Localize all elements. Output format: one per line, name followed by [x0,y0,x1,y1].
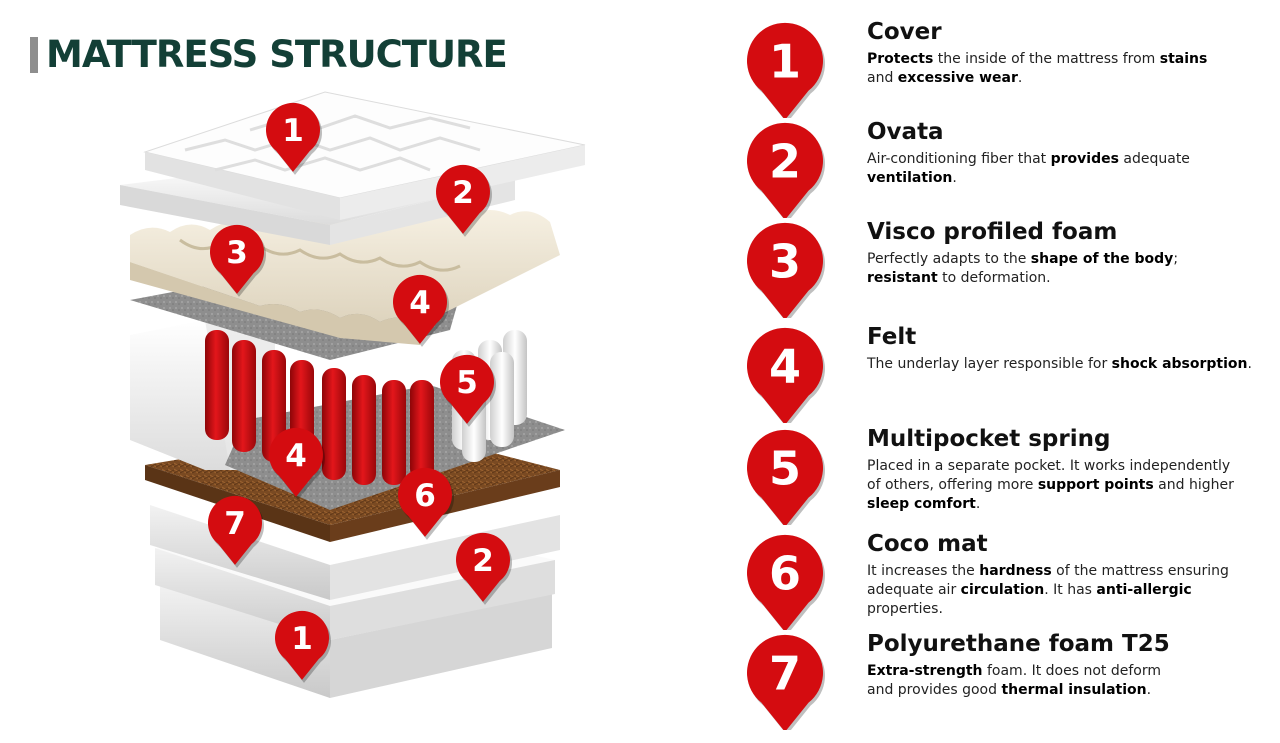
layer-number-3: 3 [747,222,825,318]
layer-name: Felt [867,324,917,350]
layer-description: Perfectly adapts to the shape of the bod… [867,251,1179,286]
layer-name: Visco profiled foam [867,219,1118,245]
diagram-marker-1: 1 [266,102,322,175]
pin-number: 5 [456,365,478,401]
layer-number-5: 5 [747,429,825,525]
pin-number: 7 [224,506,246,542]
number-pin-icon: 7 [747,634,825,730]
page-heading: MATTRESS STRUCTURE [30,32,508,78]
pin-number: 1 [291,621,313,657]
diagram-marker-6: 6 [398,467,455,540]
diagram-marker-2: 2 [456,532,512,605]
layer-number-7: 7 [747,634,825,730]
pin-number: 4 [409,285,431,321]
number-pin-icon: 4 [747,327,825,423]
number-pin-icon: 2 [747,122,825,218]
number-pin-icon: 6 [747,534,825,630]
layer-item-6: 6 Coco mat It increases the hardness of th… [740,530,1280,630]
number-pin-icon: 1 [747,22,825,118]
spring-pocket [352,375,376,485]
number-pin-icon: 3 [747,222,825,318]
pin-number: 3 [226,235,248,271]
layer-name: Ovata [867,119,944,145]
layer-name: Coco mat [867,531,988,557]
spring-pocket [322,368,346,480]
pin-number: 2 [769,135,801,189]
layer-description: Air-conditioning fiber that provides ade… [867,151,1190,186]
layer-name: Polyurethane foam T25 [867,631,1170,657]
pin-number: 3 [769,235,801,289]
spring-pocket [205,330,229,440]
pin-number: 1 [769,35,801,89]
layer-name: Cover [867,19,942,45]
diagram-marker-2: 2 [436,164,492,237]
layer-description: Placed in a separate pocket. It works in… [867,458,1234,512]
layer-description: Protects the inside of the mattress from… [867,51,1208,86]
number-pin-icon: 5 [747,429,825,525]
pin-number: 4 [285,438,307,474]
spring-pocket [232,340,256,452]
spring-pocket [490,352,514,447]
pin-number: 1 [282,113,304,149]
pin-number: 7 [769,647,801,701]
diagram-marker-3: 3 [210,224,266,297]
diagram-marker-5: 5 [439,354,496,427]
diagram-marker-4: 4 [393,274,450,347]
spring-pocket [382,380,406,485]
layer-name: Multipocket spring [867,426,1111,452]
pin-number: 2 [452,175,474,211]
title-accent-bar [30,37,38,73]
layer-description: The underlay layer responsible for shock… [867,356,1252,372]
layer-number-6: 6 [747,534,825,630]
layer-number-2: 2 [747,122,825,218]
pin-number: 2 [472,543,494,579]
layer-number-4: 4 [747,327,825,423]
diagram-marker-1: 1 [275,610,331,683]
layer-description: It increases the hardness of the mattres… [867,563,1229,617]
layer-number-1: 1 [747,22,825,118]
pin-number: 5 [769,442,801,496]
diagram-marker-7: 7 [208,495,265,568]
page-title: MATTRESS STRUCTURE [46,33,508,76]
pin-number: 6 [414,478,436,514]
spring-pocket [410,380,434,480]
pin-number: 4 [769,340,801,394]
diagram-marker-4: 4 [269,427,325,500]
pin-number: 6 [769,547,801,601]
mattress-illustration: 1 2 3 4 5 4 6 7 2 1 [120,91,586,698]
